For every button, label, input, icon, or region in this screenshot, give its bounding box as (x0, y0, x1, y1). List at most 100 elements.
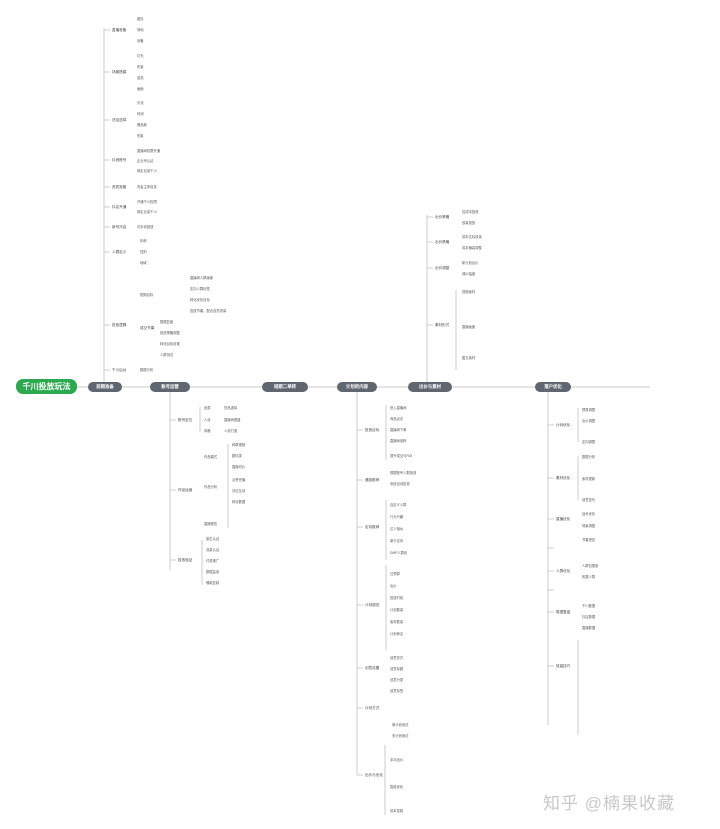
opt-leaf: 抖店数据 (582, 615, 596, 619)
branch-optimize: 落户优化 (535, 382, 571, 392)
root-topic: 千川投放玩法 (16, 379, 77, 394)
prep-leaf: 数据分析 (140, 368, 154, 372)
acct-node: 作品运营 (178, 488, 193, 492)
prep-leaf: 团队 (137, 17, 144, 21)
branch-plan: 计划的内容 (337, 382, 377, 392)
prep-leaf: 绑定巨量千川 (137, 169, 157, 173)
opt-leaf: 千川数据 (582, 604, 596, 608)
opt-node: 放量技巧 (556, 664, 571, 668)
opt-leaf: 人群包更新 (582, 564, 599, 568)
plan-leaf: 多计划测试 (392, 734, 409, 738)
acct-leaf: 直播预告 (204, 522, 218, 526)
bid-node: 出价调整 (435, 266, 450, 270)
acct-leaf: 人设打造 (224, 429, 238, 433)
prep-node: 资质准备 (112, 185, 127, 189)
plan-node: 出价与优化 (365, 773, 383, 777)
plan-leaf: 创意标签 (390, 689, 404, 693)
prep-node: 新号冷启 (112, 225, 127, 229)
plan-leaf: 出价 (390, 584, 397, 588)
prep-leaf: 完善主体信息 (137, 185, 157, 189)
prep-node: 人群定义 (112, 250, 127, 254)
plan-node: 通投推荐 (365, 478, 380, 482)
opt-node: 素材优化 (556, 476, 571, 480)
prep-leaf: 人群测试 (160, 353, 174, 357)
opt-leaf: 数据分析 (582, 455, 596, 459)
prep-leaf: 画面 (137, 87, 144, 91)
acct-leaf: 作品模式 (204, 455, 218, 459)
opt-node: 数据复盘 (556, 610, 571, 614)
branch-bid-material: 出价与素材 (408, 382, 452, 392)
branch-account: 账号运营 (150, 382, 190, 392)
prep-node: 直播准备 (112, 28, 127, 32)
acct-node: 账号定位 (178, 418, 193, 422)
plan-leaf: 自定义人群 (390, 503, 407, 507)
acct-leaf: 评论互动 (232, 489, 246, 493)
plan-leaf: 行为兴趣 (390, 515, 404, 519)
acct-leaf: 转化数据 (232, 500, 246, 504)
prep-leaf: 场地 (137, 28, 144, 32)
prep-leaf: 爆品款 (137, 123, 147, 127)
plan-node: 创意设置 (365, 666, 380, 670)
opt-leaf: 定向调整 (582, 440, 596, 444)
prep-leaf: 定向人群标签 (190, 287, 210, 291)
plan-leaf: 创意形式 (390, 656, 404, 660)
plan-leaf: 进入直播间 (390, 406, 407, 410)
bid-node: 素材形式 (435, 323, 450, 327)
acct-node: 投放验证 (178, 558, 193, 562)
plan-leaf: 日预算 (390, 572, 400, 576)
prep-leaf: 直播间人群画像 (190, 276, 214, 280)
acct-leaf: 风格 (204, 429, 211, 433)
bid-leaf: 视频素材 (462, 290, 476, 294)
plan-node: 计划规范 (365, 603, 380, 607)
plan-leaf: 系统自动投放 (390, 482, 410, 486)
prep-node: 抖音账号 (112, 158, 127, 162)
prep-node: 投放逻辑 (112, 323, 127, 327)
prep-leaf: 企业号认证 (137, 159, 154, 163)
plan-leaf: 计划数量 (390, 608, 404, 612)
bid-leaf: 成本偏高调整 (462, 246, 482, 250)
watermark: 知乎 @楠果收藏 (543, 794, 675, 813)
prep-leaf: 灯光 (137, 54, 144, 58)
prep-leaf: 布景 (137, 65, 144, 69)
plan-leaf: 计划命名 (390, 632, 404, 636)
plan-leaf: 成本控制 (390, 809, 404, 813)
plan-leaf: 达人相似 (390, 527, 404, 531)
plan-leaf: 素材数量 (390, 620, 404, 624)
plan-leaf: 根据账号人群投放 (390, 471, 417, 475)
prep-leaf: 直播间权限开通 (137, 149, 161, 153)
acct-leaf: 爆款复制 (206, 581, 220, 585)
plan-leaf: 创意标题 (390, 667, 404, 671)
opt-node: 人群优化 (556, 569, 571, 573)
acct-leaf: 付费推广 (206, 559, 220, 563)
prep-leaf: 转化目标设置 (160, 342, 180, 346)
plan-node: 投放目标 (365, 428, 380, 432)
plan-leaf: 直播间下单 (390, 428, 407, 432)
prep-leaf: 可手动投放 (137, 225, 154, 229)
prep-node: 场景搭建 (112, 70, 127, 74)
prep-leaf: 数据复盘 (160, 320, 174, 324)
bid-leaf: 放量投放 (462, 221, 476, 225)
prep-leaf: 道具 (137, 76, 144, 80)
opt-node: 计划优化 (556, 423, 571, 427)
acct-leaf: 品类 (204, 406, 211, 410)
prep-node: 货品选择 (112, 118, 127, 122)
prep-leaf: 投放策略调整 (160, 331, 180, 335)
branch-prep: 前期准备 (88, 382, 122, 392)
prep-node: 成交节奏 (140, 326, 155, 330)
plan-leaf: 投放时段 (390, 596, 404, 600)
bid-leaf: 新计划出价 (462, 261, 479, 265)
prep-leaf: 开通千川权限 (137, 200, 157, 204)
bid-leaf: 图文素材 (462, 356, 476, 360)
prep-leaf: 转化优化目标 (190, 298, 210, 302)
prep-leaf: 年龄 (140, 239, 147, 243)
acct-leaf: 种草视频 (232, 443, 246, 447)
plan-leaf: 直播间涨粉 (390, 439, 407, 443)
acct-leaf: 作品分析 (204, 485, 218, 489)
plan-leaf: 创意分类 (390, 678, 404, 682)
acct-leaf: 剧情类 (232, 454, 242, 458)
opt-leaf: 场景调整 (582, 524, 596, 528)
acct-leaf: 数据监测 (206, 570, 220, 574)
prep-leaf: 性别 (140, 250, 147, 254)
